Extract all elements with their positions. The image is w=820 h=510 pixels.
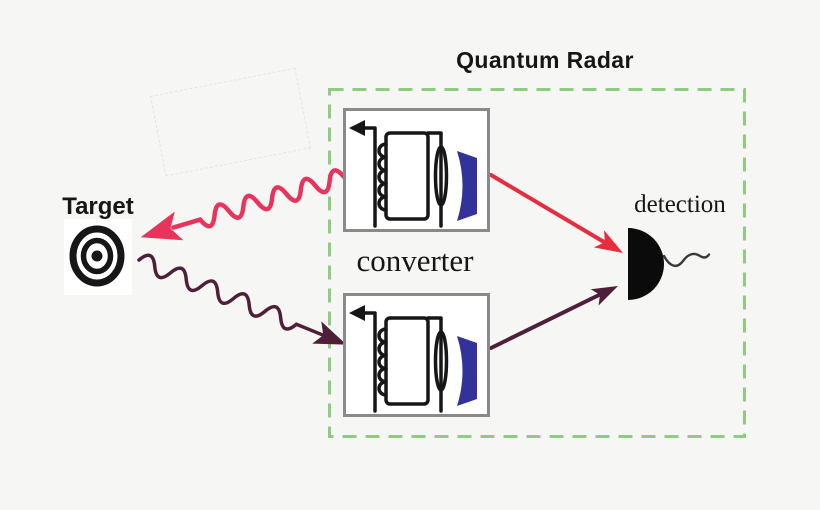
quantum-radar-title: Quantum Radar [456,47,634,73]
output-arrow-icon [349,120,365,136]
coil-icon [377,327,388,397]
cavity-outline [384,316,430,406]
output-wire [359,311,377,413]
idler-to-detector-arrow [489,286,618,350]
target-label: Target [62,193,134,220]
detector-icon [628,228,711,300]
optical-axis-wire [426,316,443,413]
converter-icon-top [343,108,490,232]
converter-label: converter [356,243,474,278]
lens-icon [433,145,449,207]
output-wire [359,126,377,228]
coil-icon [377,142,388,212]
mirror-icon [457,151,477,221]
detector-half-disc [628,228,664,300]
mirror-icon [457,336,477,406]
detection-label: detection [634,191,726,218]
cavity-outline [384,131,430,221]
output-arrow-icon [349,305,365,321]
outgoing-signal-wavy-arrow [140,168,347,241]
signal-to-detector-arrow [489,173,623,253]
radar-dashed-boundary [328,88,746,438]
reflected-idler-wavy-arrow [137,253,347,345]
target-bullseye-icon [64,219,132,295]
lens-icon [433,330,449,392]
detector-output-squiggle [662,252,711,268]
optical-axis-wire [426,131,443,228]
converter-icon-bottom [343,293,490,417]
